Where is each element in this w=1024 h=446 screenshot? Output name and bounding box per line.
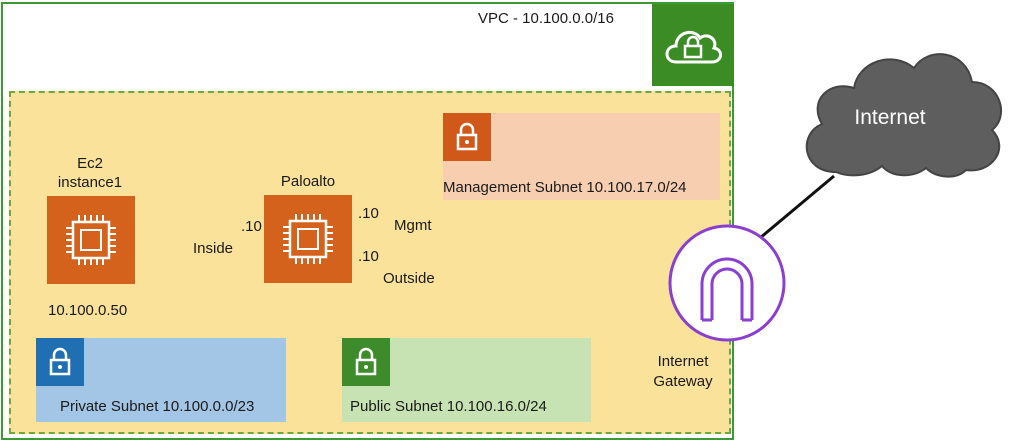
management-subnet-label: Management Subnet 10.100.17.0/24 <box>443 179 687 196</box>
cloud-lock-icon <box>652 4 734 86</box>
outside-ip-label: .10 <box>358 248 379 265</box>
ec2-ip-label: 10.100.0.50 <box>48 302 128 319</box>
lock-icon <box>342 338 390 386</box>
ec2-name-line1: Ec2 <box>77 155 103 172</box>
lock-icon <box>36 338 84 386</box>
private-subnet-label: Private Subnet 10.100.0.0/23 <box>60 398 255 415</box>
internet-gateway-icon <box>668 224 786 342</box>
chip-icon <box>47 196 135 284</box>
internet-gateway-label: Internet Gateway <box>643 352 723 392</box>
igw-label-line1: Internet <box>657 353 709 370</box>
mgmt-ip-label: .10 <box>358 205 379 222</box>
vpc-boundary <box>1 2 734 440</box>
public-subnet-label: Public Subnet 10.100.16.0/24 <box>350 398 547 415</box>
lock-icon <box>443 113 491 161</box>
chip-icon <box>264 195 352 283</box>
igw-to-internet-line <box>759 174 835 240</box>
mgmt-link-label: Mgmt <box>394 217 432 234</box>
ec2-name: Ec2 instance1 <box>30 154 150 192</box>
igw-label-line2: Gateway <box>653 373 713 390</box>
internet-label: Internet <box>854 106 926 129</box>
vpc-label: VPC - 10.100.0.0/16 <box>478 10 614 27</box>
paloalto-name: Paloalto <box>280 173 336 190</box>
inside-link-label: Inside <box>193 240 234 257</box>
cloud-icon <box>805 53 1002 178</box>
outside-link-label: Outside <box>383 270 435 287</box>
ec2-name-line2: instance1 <box>57 174 123 191</box>
inside-ip-label: .10 <box>241 218 262 235</box>
